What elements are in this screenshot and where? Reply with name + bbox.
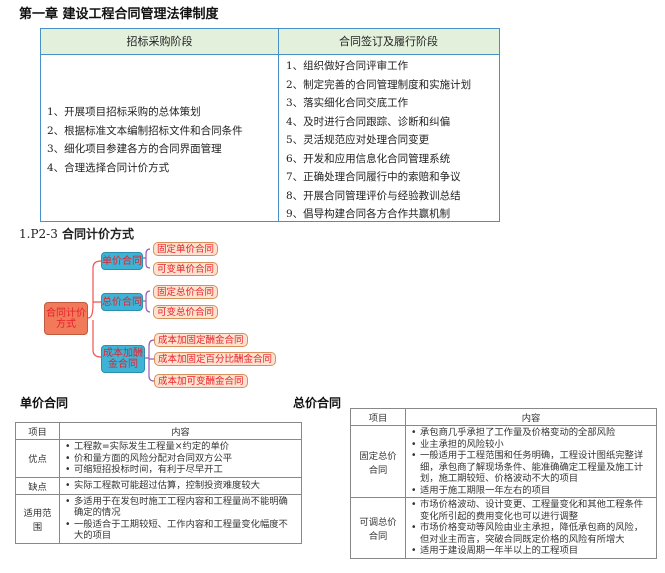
bullet-item: 市场价格波动、设计变更、工程量变化和其他工程条件变化所引起的费用变化也可以进行调… (411, 499, 652, 522)
list-item: 1、组织做好合同评审工作 (286, 60, 409, 72)
mindmap-leaf: 成本加可变酬金合同 (154, 374, 248, 388)
bullet-item: 业主承担的风险较小 (411, 439, 652, 451)
table-row: 适用范围 多适用于在发包时施工工程内容和工程量尚不能明确确定的情况 一般适合于工… (15, 493, 302, 544)
row-label: 缺点 (15, 476, 60, 495)
mindmap-branch-cost-plus: 成本加酬金合同 (101, 345, 145, 373)
mindmap-leaf: 固定单价合同 (153, 242, 219, 256)
list-item: 6、开发和应用信息化合同管理系统 (286, 152, 451, 165)
list-item: 7、正确处理合同履行中的索赔和争议 (286, 171, 461, 183)
table-header-row: 项目内容 (350, 408, 657, 426)
bullet-item: 可缩短招投标时间，有利于尽早开工 (65, 464, 297, 476)
mindmap-root: 合同计价方式 (44, 302, 88, 335)
header-cell: 项目 (15, 422, 60, 440)
bullet-item: 适用于建设周期一年半以上的工程项目 (411, 545, 652, 557)
table-row: 缺点 实际工程款可能超过估算，控制投资难度较大 (15, 476, 302, 495)
header-cell: 内容 (405, 408, 657, 426)
row-label: 固定总价合同 (350, 425, 406, 498)
mindmap-connectors (87, 248, 155, 382)
bullet-item: 价和量方面的风险分配对合同双方公平 (65, 453, 297, 465)
bullet-item: 实际工程款可能超过估算，控制投资难度较大 (65, 480, 297, 492)
mindmap-leaf: 成本加固定酬金合同 (154, 333, 248, 347)
mindmap-branch-unit-price: 单价合同 (101, 252, 143, 270)
header-cell: 内容 (59, 422, 302, 440)
table-row: 优点 工程款=实际发生工程量×约定的单价 价和量方面的风险分配对合同双方公平 可… (15, 439, 302, 478)
table-header-row: 项目内容 (15, 422, 302, 440)
bullet-item: 工程款=实际发生工程量×约定的单价 (65, 441, 297, 453)
list-item: 3、细化项目参建各方的合同界面管理 (47, 143, 222, 155)
mindmap-leaf: 固定总价合同 (153, 285, 219, 299)
unit-price-heading: 单价合同 (20, 396, 69, 410)
page-title: 第一章 建设工程合同管理法律制度 (19, 7, 219, 22)
list-item: 5、灵活规范应对处理合同变更 (286, 134, 430, 146)
list-item: 2、根据标准文本编制招标文件和合同条件 (47, 124, 243, 137)
contract-stage-list: 1、组织做好合同评审工作 2、制定完善的合同管理制度和实施计划 3、落实细化合同… (286, 57, 471, 224)
list-item: 4、合理选择合同计价方式 (47, 161, 170, 174)
bullet-item: 适用于施工期限一年左右的项目 (411, 485, 652, 497)
bullet-item: 一般适合于工期较短、工作内容和工程量变化幅度不大的项目 (65, 519, 297, 542)
bullet-item: 市场价格变动等风险由业主承担，降低承包商的风险，但对业主而言，突破合同既定价格的… (411, 522, 652, 545)
mindmap-leaf: 成本加固定百分比酬金合同 (154, 352, 277, 366)
bidding-stage-list: 1、开展项目招标采购的总体策划 2、根据标准文本编制招标文件和合同条件 3、细化… (47, 103, 243, 177)
section-number: 1.P2-3 (19, 227, 58, 241)
list-item: 3、落实细化合同交底工作 (286, 97, 409, 109)
bullet-item: 多适用于在发包时施工工程内容和工程量尚不能明确确定的情况 (65, 496, 297, 519)
list-item: 9、倡导构建合同各方合作共赢机制 (286, 208, 451, 220)
row-label: 可调总价合同 (350, 497, 406, 559)
section-title: 合同计价方式 (62, 227, 135, 241)
row-label: 适用范围 (15, 493, 60, 544)
table-row: 固定总价合同 承包商几乎承担了工作量及价格变动的全部风险 业主承担的风险较小 一… (350, 425, 657, 498)
bullet-item: 承包商几乎承担了工作量及价格变动的全部风险 (411, 427, 652, 439)
table-row: 可调总价合同 市场价格波动、设计变更、工程量变化和其他工程条件变化所引起的费用变… (350, 497, 657, 559)
list-item: 8、开展合同管理评价与经验教训总结 (286, 189, 461, 202)
header-bidding-stage: 招标采购阶段 (41, 29, 278, 55)
stage-table: 招标采购阶段 合同签订及履行阶段 1、开展项目招标采购的总体策划 2、根据标准文… (40, 28, 500, 222)
list-item: 2、制定完善的合同管理制度和实施计划 (286, 78, 472, 91)
section-heading: 1.P2-3 合同计价方式 (19, 225, 134, 242)
row-label: 优点 (15, 439, 60, 478)
list-item: 1、开展项目招标采购的总体策划 (47, 106, 201, 118)
mindmap-leaf: 可变单价合同 (153, 262, 219, 276)
lump-sum-heading: 总价合同 (293, 396, 342, 410)
header-contract-stage: 合同签订及履行阶段 (278, 29, 499, 55)
mindmap-leaf: 可变总价合同 (153, 305, 219, 319)
list-item: 4、及时进行合同跟踪、诊断和纠偏 (286, 115, 451, 128)
bullet-item: 一般适用于工程范围和任务明确，工程设计图纸完整详细，承包商了解现场条件、能准确确… (411, 450, 652, 485)
header-cell: 项目 (350, 408, 406, 426)
mindmap-branch-lump-sum: 总价合同 (101, 293, 143, 311)
